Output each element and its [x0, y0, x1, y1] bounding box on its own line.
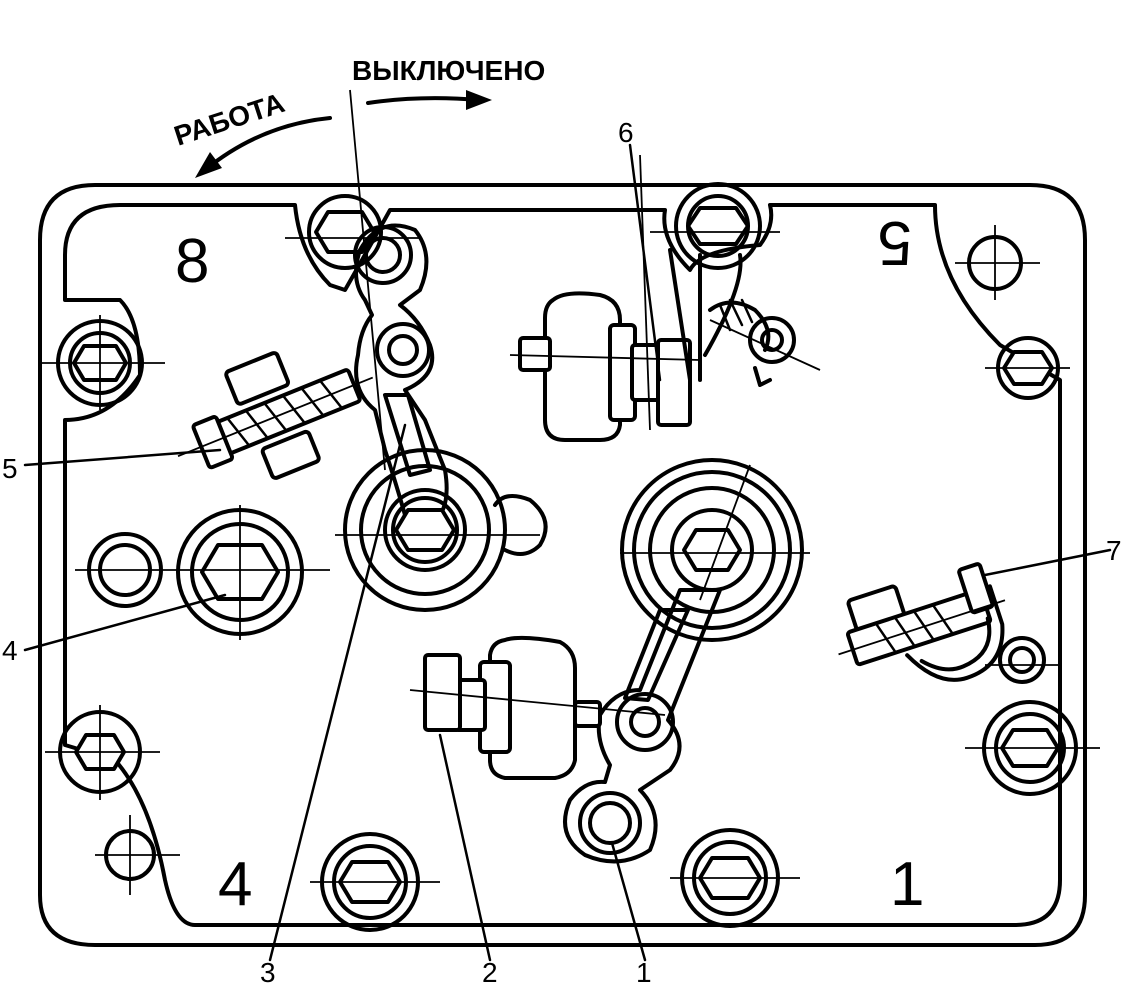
- cylinder-number-4: 4: [218, 850, 252, 919]
- label-off: ВЫКЛЮЧЕНО: [352, 55, 545, 86]
- stud-top-right: [650, 182, 780, 270]
- plug-bosses-left: [75, 505, 330, 640]
- stud-right-lower: [965, 700, 1100, 796]
- hole-top-right: [955, 225, 1040, 300]
- arrow-work-head: [195, 152, 222, 178]
- stud-bosses: [40, 182, 1100, 932]
- arrow-work: [203, 116, 332, 172]
- rocker-assembly-top-right: [509, 154, 821, 442]
- rocker-assembly-left: [177, 89, 548, 612]
- adjusting-screw-right: [838, 562, 1006, 682]
- stud-right-upper: [985, 336, 1070, 400]
- callout-3: 3: [260, 957, 276, 988]
- callout-1: 1: [636, 957, 652, 988]
- cylinder-number-1: 1: [890, 850, 924, 919]
- callout-2: 2: [482, 957, 498, 988]
- callout-5: 5: [2, 453, 18, 484]
- label-work: РАБОТА: [170, 87, 288, 152]
- cylinder-number-8: 8: [175, 227, 209, 296]
- arrow-off-head: [466, 90, 492, 110]
- stud-left-lower: [45, 705, 160, 800]
- stud-bottom-middle-right: [670, 828, 800, 928]
- arrow-off: [366, 96, 482, 105]
- callout-4: 4: [2, 635, 18, 666]
- stud-bottom-middle-left: [310, 832, 440, 932]
- adjusting-screw-left: [177, 351, 374, 480]
- rocker-assembly-bottom-right: [409, 458, 1060, 864]
- leader-lines: [23, 143, 1112, 962]
- cylinder-number-5: 5: [878, 208, 912, 277]
- stud-left-upper: [40, 315, 165, 410]
- direction-arrows: [195, 90, 492, 178]
- callout-7: 7: [1106, 535, 1122, 566]
- hole-bottom-left: [95, 815, 180, 895]
- callout-6: 6: [618, 117, 634, 148]
